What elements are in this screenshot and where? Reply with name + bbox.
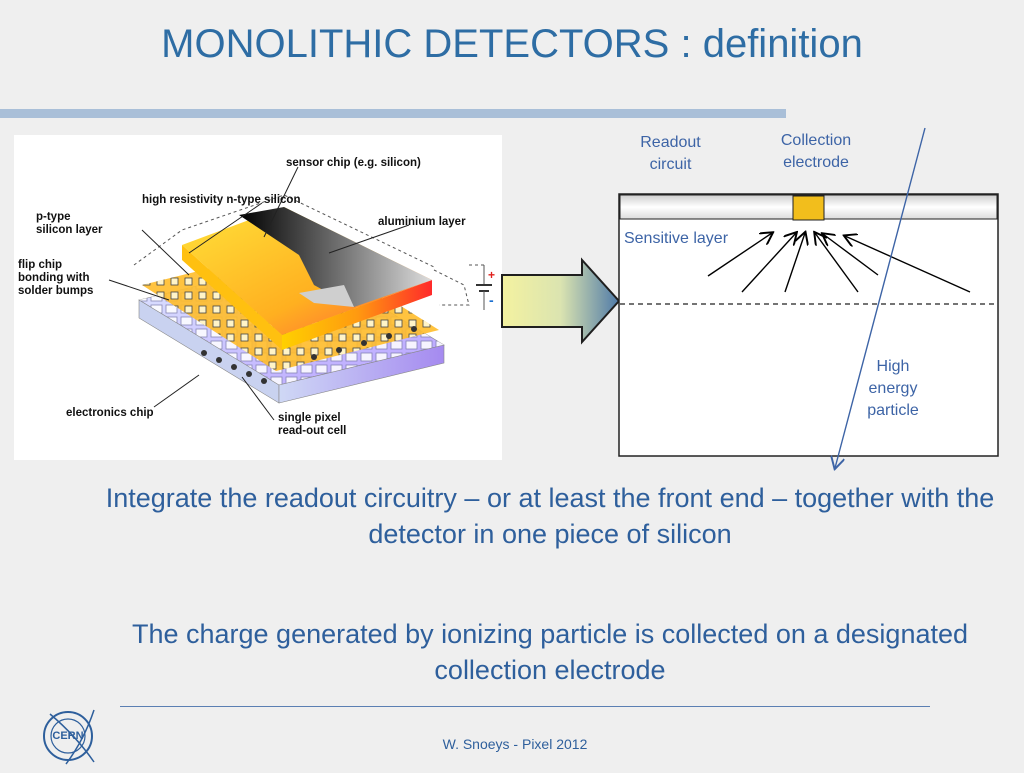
plus-sign: + <box>488 268 495 282</box>
drift-arrows <box>707 233 971 293</box>
label-sensitive-layer: Sensitive layer <box>623 230 729 247</box>
paragraph-charge: The charge generated by ionizing particl… <box>131 619 969 685</box>
title-underline <box>0 109 786 118</box>
footer-rule <box>120 706 930 707</box>
minus-sign: - <box>489 292 494 308</box>
hybrid-detector-figure: + - sensor chip (e.g. silicon) high resi… <box>14 135 502 460</box>
particle-track <box>835 127 926 468</box>
label-aluminium: aluminium layer <box>378 216 466 228</box>
footer-credit: W. Snoeys - Pixel 2012 <box>442 736 588 752</box>
label-flip-chip: flip chip bonding with solder bumps <box>18 259 94 297</box>
label-single-pixel: single pixel read-out cell <box>278 412 347 437</box>
cern-logo: CERN <box>36 706 106 773</box>
label-readout-circuit: Readout circuit <box>640 134 701 173</box>
slide-title: MONOLITHIC DETECTORS : definition <box>161 22 863 66</box>
monolithic-cross-section: Readout circuit Collection electrode Sen… <box>500 120 1024 480</box>
label-p-type: p-type silicon layer <box>36 211 103 236</box>
label-electronics-chip: electronics chip <box>66 407 154 419</box>
bias-supply-symbol <box>469 264 492 310</box>
paragraph-integrate: Integrate the readout circuitry – or at … <box>105 483 995 549</box>
cern-logo-text: CERN <box>52 730 83 742</box>
label-high-energy-particle: High energy particle <box>867 358 919 419</box>
label-collection-electrode: Collection electrode <box>780 132 852 171</box>
label-sensor-chip: sensor chip (e.g. silicon) <box>286 157 421 169</box>
label-high-resistivity: high resistivity n-type silicon <box>142 194 301 206</box>
leader-lines <box>108 166 410 421</box>
sensor-chip-layer <box>182 207 432 350</box>
transition-arrow <box>501 257 621 345</box>
collection-electrode <box>792 195 825 221</box>
